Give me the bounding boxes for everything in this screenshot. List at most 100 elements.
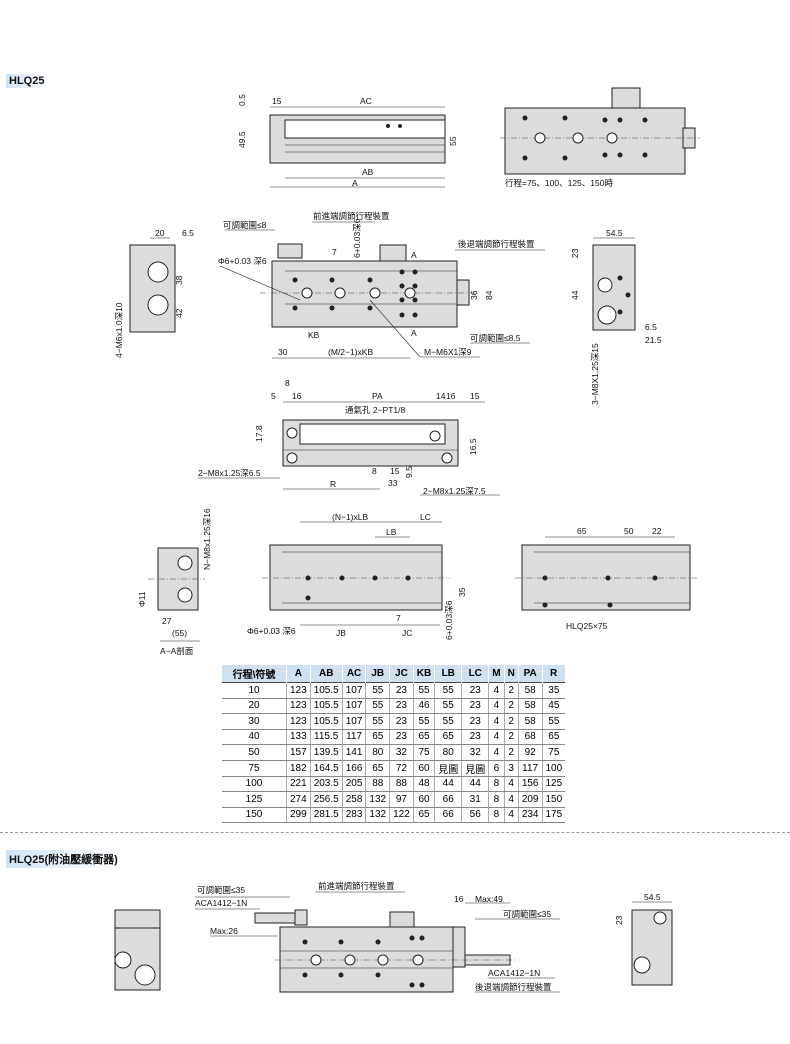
- dimension-label: LB: [386, 527, 397, 537]
- dimension-label: 44: [570, 290, 580, 300]
- top-plan-view-75-150: 行程=75、100、125、150時: [500, 87, 700, 188]
- dimension-label: 2−M8x1.25深6.5: [198, 468, 261, 478]
- shock-absorber-views: 可調範圍≤35 ACA1412−1N 前進端調節行程裝置 Max:26 16 M…: [114, 881, 673, 993]
- dimension-label: 2−M8x1.25深7.5: [423, 486, 486, 496]
- table-cell: 80: [365, 744, 390, 761]
- table-cell: 3: [503, 760, 519, 777]
- table-cell: 58: [517, 698, 542, 714]
- dimension-label: 可調範圍≤8: [223, 220, 267, 230]
- dimension-label: 20: [155, 228, 165, 238]
- table-cell: 105.5: [309, 682, 343, 699]
- section-title-hlq25-shock: HLQ25(附油壓緩衝器): [6, 850, 121, 868]
- section-divider: [0, 832, 790, 833]
- table-cell: 132: [365, 791, 390, 808]
- table-cell: 4: [503, 791, 519, 808]
- table-cell: 100: [541, 760, 566, 777]
- table-cell: 122: [389, 807, 414, 823]
- table-cell: 141: [341, 744, 366, 761]
- dimension-label: 14: [436, 391, 446, 401]
- table-cell: 4: [488, 729, 505, 745]
- table-cell: 見圖: [461, 760, 489, 777]
- dimension-label: ACA1412−1N: [195, 898, 247, 908]
- table-cell: 8: [488, 807, 505, 823]
- dimension-label: 6+0.03深6: [444, 600, 454, 640]
- table-cell: 8: [488, 791, 505, 808]
- table-cell: 65: [412, 807, 435, 823]
- main-plan-view: 可調範圍≤8 前進端調節行程裝置 後退端調節行程裝置 Φ6+0.03 深6 6+…: [218, 211, 545, 359]
- dimension-label: 可調範圍≤35: [503, 909, 551, 919]
- dimension-label: 17.8: [254, 425, 264, 442]
- stroke-caption: 行程=75、100、125、150時: [505, 178, 613, 188]
- table-cell: 157: [286, 744, 311, 761]
- dimension-label: 15: [470, 391, 480, 401]
- table-cell: 56: [461, 807, 489, 823]
- dimension-label: N−M8x1.25深16: [202, 508, 212, 570]
- table-cell: 125: [222, 791, 287, 808]
- table-cell: 123: [286, 698, 311, 714]
- column-header: KB: [413, 665, 436, 683]
- table-cell: 4: [488, 698, 505, 714]
- dimension-label: 前進端調節行程裝置: [313, 211, 390, 221]
- table-cell: 2: [503, 682, 519, 699]
- table-cell: 23: [389, 682, 414, 699]
- dimension-label: 21.5: [645, 335, 662, 345]
- table-cell: 97: [389, 791, 414, 808]
- table-cell: 123: [286, 682, 311, 699]
- dimension-label: LC: [420, 512, 431, 522]
- table-cell: 55: [365, 698, 390, 714]
- table-cell: 58: [517, 682, 542, 699]
- table-cell: 55: [434, 713, 462, 730]
- table-cell: 65: [434, 729, 462, 745]
- dimension-label: 84: [484, 290, 494, 300]
- dimension-label: 23: [614, 915, 624, 925]
- dimension-label: 36: [469, 290, 479, 300]
- table-cell: 80: [434, 744, 462, 761]
- table-cell: 105.5: [309, 698, 343, 714]
- table-cell: 30: [222, 713, 287, 730]
- table-cell: 23: [389, 729, 414, 745]
- table-cell: 23: [389, 713, 414, 730]
- table-cell: 175: [541, 807, 566, 823]
- column-header: JB: [365, 665, 391, 683]
- table-cell: 2: [503, 729, 519, 745]
- table-cell: 46: [412, 698, 435, 714]
- dimension-label: A: [411, 250, 417, 260]
- table-cell: 150: [541, 791, 566, 808]
- table-cell: 92: [517, 744, 542, 761]
- dimension-label: (55): [172, 628, 187, 638]
- table-cell: 65: [541, 729, 566, 745]
- table-cell: 115.5: [309, 729, 343, 745]
- column-header: N: [504, 665, 519, 683]
- dimension-label: 0.5: [237, 94, 247, 106]
- table-cell: 2: [503, 744, 519, 761]
- table-cell: 68: [517, 729, 542, 745]
- table-cell: 209: [517, 791, 542, 808]
- table-cell: 6: [488, 760, 505, 777]
- dimension-label: 6.5: [182, 228, 194, 238]
- table-cell: 156: [517, 776, 542, 792]
- dimension-label: A: [352, 178, 358, 188]
- table-cell: 48: [412, 776, 435, 792]
- dimension-label: 55: [448, 136, 458, 146]
- dimension-label: 6+0.03深6: [352, 218, 362, 258]
- dimension-label: 16: [446, 391, 456, 401]
- column-header: 行程\符號: [222, 665, 287, 683]
- table-cell: 55: [365, 713, 390, 730]
- table-cell: 299: [286, 807, 311, 823]
- dimension-label: 23: [570, 248, 580, 258]
- dimension-label: 4−M6x1.0深10: [114, 302, 124, 358]
- table-cell: 23: [461, 698, 489, 714]
- dimension-label: 15: [390, 466, 400, 476]
- dimension-label: 30: [278, 347, 288, 357]
- dimension-label: Φ6+0.03 深6: [218, 256, 267, 266]
- table-cell: 72: [389, 760, 414, 777]
